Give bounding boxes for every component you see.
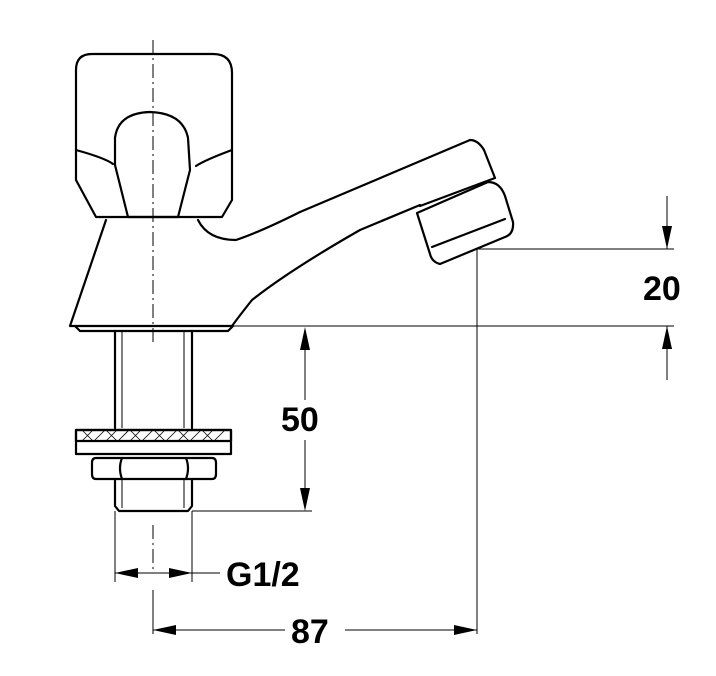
handle [74, 52, 234, 219]
washer-hatching [81, 429, 226, 442]
faucet-body [68, 52, 515, 333]
body-cone [68, 203, 422, 328]
body-neck [196, 138, 497, 242]
dimension-50-label: 50 [281, 401, 319, 439]
threaded-end [113, 477, 194, 513]
washer-rubber [74, 428, 233, 443]
hex-nut-face [184, 456, 190, 481]
shank-assembly [74, 329, 233, 513]
aerator-line [430, 217, 507, 249]
dimension-lines [114, 196, 674, 634]
base-plate [73, 324, 235, 333]
aerator [415, 180, 515, 266]
dimension-87-label: 87 [291, 613, 329, 651]
hex-nut-face [118, 456, 124, 481]
dimension-thread-label: G1/2 [226, 556, 300, 594]
dimension-20-label: 20 [643, 270, 681, 308]
dimension-arrows [115, 226, 672, 635]
handle-grip-recess [113, 110, 192, 219]
hex-nut [90, 456, 218, 481]
handle-facet-line [74, 148, 115, 166]
handle-facet-line [194, 148, 234, 168]
